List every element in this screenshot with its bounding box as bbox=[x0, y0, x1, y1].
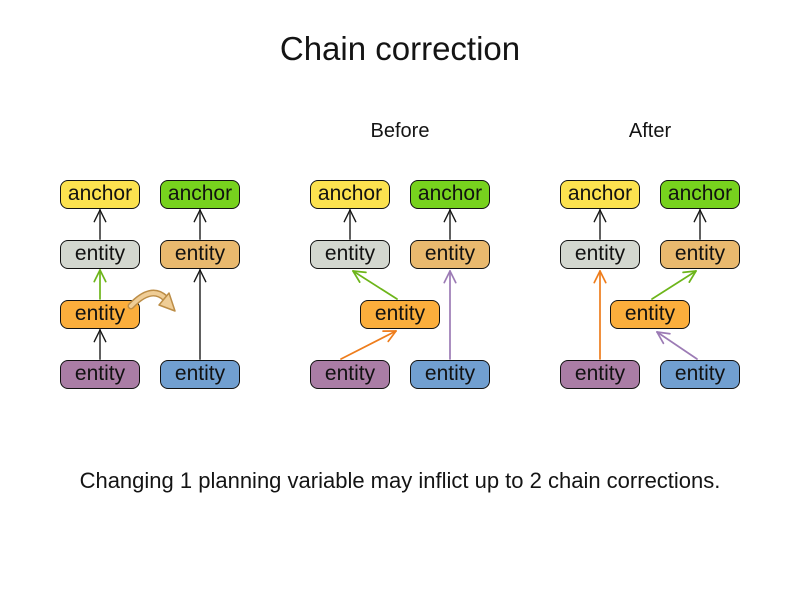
after-anchor-2: anchor bbox=[660, 180, 740, 209]
before-anchor-2: anchor bbox=[410, 180, 490, 209]
before-entity-tan: entity bbox=[410, 240, 490, 269]
after-anchor-1: anchor bbox=[560, 180, 640, 209]
arrow-segment bbox=[387, 330, 397, 343]
initial-entity-gray: entity bbox=[60, 240, 140, 269]
initial-entity-purple: entity bbox=[60, 360, 140, 389]
after-entity-purple: entity bbox=[560, 360, 640, 389]
arrow-segment bbox=[349, 209, 357, 223]
arrow-segment bbox=[688, 270, 697, 283]
arrow-segment bbox=[193, 209, 201, 223]
arrow-segment bbox=[340, 330, 397, 360]
after-entity-gray: entity bbox=[560, 240, 640, 269]
arrow-segment bbox=[699, 209, 707, 223]
arrow-segment bbox=[352, 270, 398, 300]
arrow-segment bbox=[656, 331, 665, 345]
initial-entity-blue: entity bbox=[160, 360, 240, 389]
after-entity-orange: entity bbox=[610, 300, 690, 329]
initial-anchor-1: anchor bbox=[60, 180, 140, 209]
arrow-segment bbox=[599, 209, 607, 223]
arrow-segment bbox=[682, 270, 697, 274]
arrow-segment bbox=[443, 270, 451, 284]
arrow-segment bbox=[199, 209, 207, 223]
before-entity-gray: entity bbox=[310, 240, 390, 269]
arrow-segment bbox=[199, 269, 207, 283]
arrow-segment bbox=[443, 209, 451, 223]
section-label-before: Before bbox=[370, 120, 430, 142]
arrow-segment bbox=[449, 209, 457, 223]
arrow-segment bbox=[352, 270, 361, 283]
caption-text: Changing 1 planning variable may inflict… bbox=[79, 468, 721, 493]
before-entity-purple: entity bbox=[310, 360, 390, 389]
arrow-segment bbox=[656, 331, 698, 360]
before-entity-orange: entity bbox=[360, 300, 440, 329]
arrow-segment bbox=[99, 209, 107, 223]
arrow-segment bbox=[99, 269, 107, 283]
arrow-segment bbox=[693, 209, 701, 223]
arrow-segment bbox=[93, 209, 101, 223]
section-label-after: After bbox=[628, 120, 672, 142]
arrow-segment bbox=[193, 269, 201, 283]
arrow-segment bbox=[656, 331, 671, 335]
before-anchor-1: anchor bbox=[310, 180, 390, 209]
after-entity-tan: entity bbox=[660, 240, 740, 269]
initial-entity-orange: entity bbox=[60, 300, 140, 329]
arrow-segment bbox=[99, 329, 107, 343]
arrow-segment bbox=[343, 209, 351, 223]
page-title: Chain correction bbox=[279, 30, 521, 67]
initial-entity-tan: entity bbox=[160, 240, 240, 269]
after-entity-blue: entity bbox=[660, 360, 740, 389]
arrow-segment bbox=[599, 270, 607, 284]
move-arrow-head bbox=[158, 292, 176, 312]
arrow-segment bbox=[593, 209, 601, 223]
before-entity-blue: entity bbox=[410, 360, 490, 389]
arrow-segment bbox=[651, 270, 697, 300]
arrow-segment bbox=[93, 329, 101, 343]
arrow-segment bbox=[352, 270, 367, 274]
arrow-segment bbox=[593, 270, 601, 284]
initial-anchor-2: anchor bbox=[160, 180, 240, 209]
arrow-segment bbox=[449, 270, 457, 284]
arrow-segment bbox=[93, 269, 101, 283]
